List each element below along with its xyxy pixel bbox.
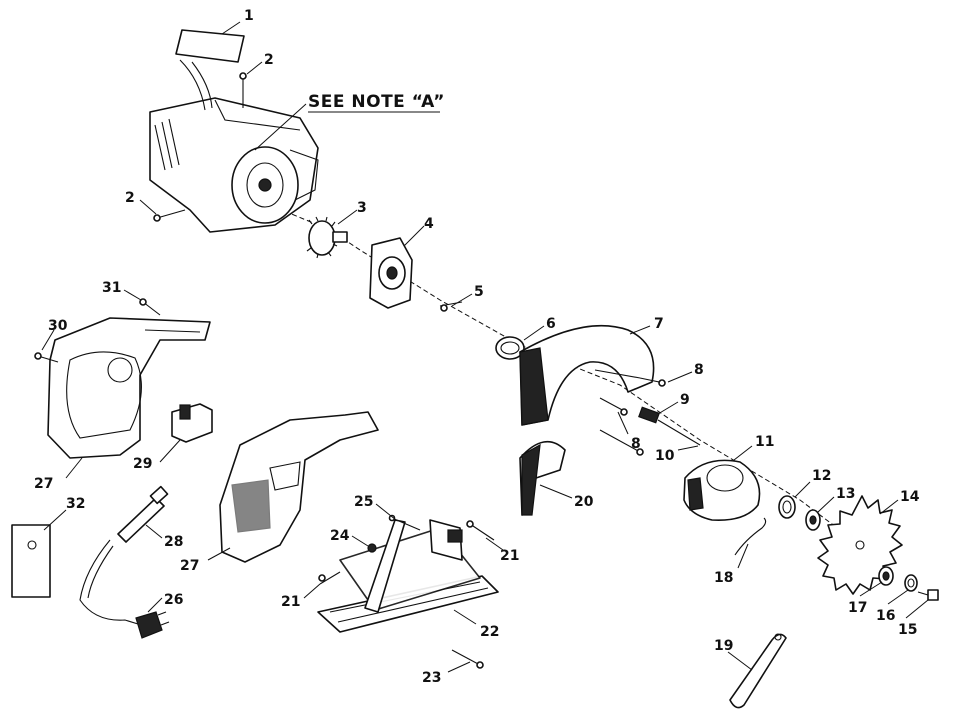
callout-16: 16 — [876, 608, 895, 624]
callout-18: 18 — [714, 570, 733, 586]
callout-23: 23 — [422, 670, 441, 686]
part-screw-21-left — [318, 571, 341, 585]
callout-30: 30 — [48, 318, 68, 334]
part-flange-17 — [878, 566, 894, 586]
callout-3: 3 — [357, 200, 367, 216]
part-retaining-ring — [495, 336, 525, 360]
callout-32: 32 — [66, 496, 85, 512]
callout-8-lower: 8 — [631, 436, 641, 452]
part-base-shoe — [317, 519, 499, 633]
part-screw-25 — [388, 514, 421, 531]
part-motor-housing — [149, 59, 319, 233]
callout-4: 4 — [424, 216, 434, 232]
callout-leaders — [41, 21, 929, 673]
callout-11: 11 — [755, 434, 774, 450]
callout-2-left: 2 — [125, 190, 135, 206]
callout-6: 6 — [546, 316, 556, 332]
part-power-cord — [79, 539, 170, 639]
part-handle-half-right — [219, 411, 379, 563]
part-washer-12 — [778, 495, 796, 519]
part-bearing-plate — [369, 237, 413, 309]
callout-1: 1 — [244, 8, 254, 24]
see-note-a-leader — [254, 103, 307, 151]
callout-19: 19 — [714, 638, 733, 654]
part-washer-16 — [904, 574, 918, 592]
callout-21-left: 21 — [281, 594, 300, 610]
callout-14: 14 — [900, 489, 920, 505]
callout-27-right: 27 — [180, 558, 199, 574]
callout-22: 22 — [480, 624, 499, 640]
callout-31: 31 — [102, 280, 121, 296]
part-screw-8-upper — [639, 377, 666, 387]
part-rod — [599, 429, 644, 456]
part-wrench — [729, 633, 787, 709]
callout-12: 12 — [812, 468, 831, 484]
part-deflector — [519, 440, 566, 516]
part-armature-gear — [306, 216, 348, 259]
part-upper-blade-guard — [519, 324, 655, 426]
callout-5: 5 — [474, 284, 484, 300]
callout-8-upper: 8 — [694, 362, 704, 378]
part-lower-blade-guard — [683, 459, 761, 522]
callout-2-top: 2 — [264, 52, 274, 68]
callout-24: 24 — [330, 528, 350, 544]
part-flange-13 — [805, 509, 821, 531]
part-nut-24 — [367, 543, 377, 553]
callout-28: 28 — [164, 534, 183, 550]
callout-15: 15 — [898, 622, 917, 638]
callout-27-left: 27 — [34, 476, 53, 492]
part-strain-relief — [117, 485, 169, 543]
part-blade-bolt — [917, 589, 939, 601]
callout-29: 29 — [133, 456, 152, 472]
part-screw-23 — [451, 649, 484, 669]
part-screw-top — [239, 72, 247, 108]
callout-13: 13 — [836, 486, 855, 502]
part-screw-31 — [139, 298, 161, 316]
callout-numbers: 1 2 2 3 4 5 6 7 8 8 9 10 11 12 13 14 15 … — [34, 8, 920, 686]
part-screw-left — [153, 209, 186, 222]
assembly-axis-line — [269, 204, 881, 561]
callout-17: 17 — [848, 600, 867, 616]
callout-25: 25 — [354, 494, 373, 510]
part-screw-30 — [34, 352, 59, 363]
see-note-a-label: SEE NOTE “A” — [308, 92, 445, 112]
part-label-plate — [175, 29, 245, 63]
part-spring — [734, 517, 767, 556]
callout-20: 20 — [574, 494, 594, 510]
part-switch — [171, 403, 213, 443]
callout-10: 10 — [655, 448, 675, 464]
part-lever-knob — [638, 406, 701, 446]
part-screw-8-lower — [599, 397, 628, 416]
part-tag — [11, 524, 51, 598]
callout-9: 9 — [680, 392, 690, 408]
callout-7: 7 — [654, 316, 664, 332]
callout-21-right: 21 — [500, 548, 519, 564]
callout-26: 26 — [164, 592, 183, 608]
part-screw-21-right — [466, 520, 495, 541]
part-handle-half-left — [47, 317, 211, 459]
